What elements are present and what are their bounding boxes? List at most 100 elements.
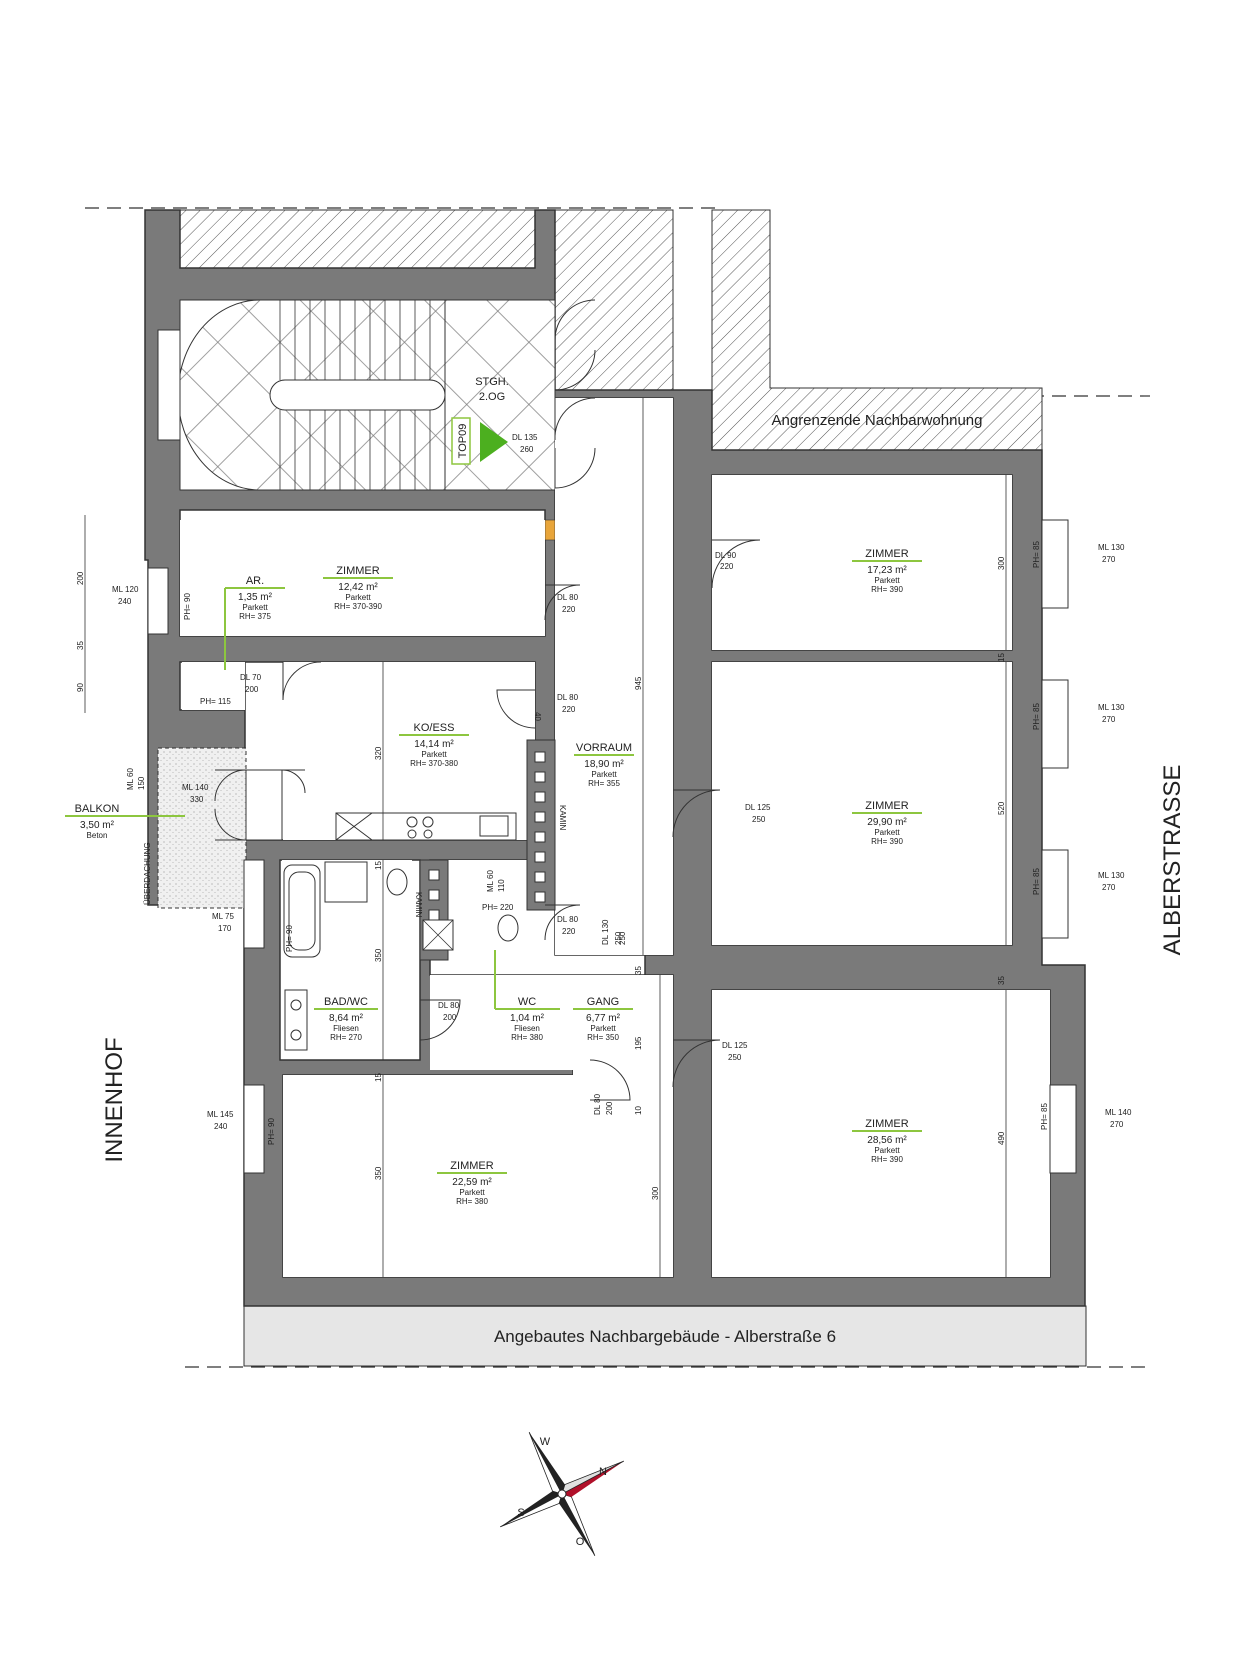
door-dl90: DL 90 xyxy=(715,551,737,560)
door-dl135: DL 135 xyxy=(512,433,538,442)
room-zimmer-bottom-left: ZIMMER 22,59 m² Parkett RH= 380 xyxy=(437,1160,507,1206)
svg-text:Parkett: Parkett xyxy=(874,1146,900,1155)
svg-text:Parkett: Parkett xyxy=(590,1024,616,1033)
svg-text:6,77 m²: 6,77 m² xyxy=(586,1013,621,1024)
window-ml60a: ML 60 xyxy=(126,768,135,790)
svg-text:Parkett: Parkett xyxy=(591,770,617,779)
windows xyxy=(147,329,1077,1174)
svg-text:Parkett: Parkett xyxy=(874,576,900,585)
unit-label: TOP09 xyxy=(457,424,469,459)
ev-box xyxy=(544,519,556,541)
dim-350b: 350 xyxy=(374,1166,383,1180)
svg-text:RH= 355: RH= 355 xyxy=(588,779,620,788)
svg-text:RH= 390: RH= 390 xyxy=(871,1155,903,1164)
entrance-marker-icon xyxy=(480,422,508,462)
door-dl135-height: 260 xyxy=(520,445,534,454)
compass-rose-icon xyxy=(500,1432,624,1556)
window-ml130a-height: 270 xyxy=(1102,555,1116,564)
room-gang: GANG 6,77 m² Parkett RH= 350 xyxy=(573,996,633,1042)
room-badwc: BAD/WC 8,64 m² Fliesen RH= 270 xyxy=(314,996,378,1042)
compass-north: N xyxy=(599,1466,607,1478)
dim-195: 195 xyxy=(634,1036,643,1050)
svg-text:ZIMMER: ZIMMER xyxy=(336,565,379,577)
door-dl80d: DL 80 xyxy=(438,1001,460,1010)
door-dl125a: DL 125 xyxy=(745,803,771,812)
svg-text:BAD/WC: BAD/WC xyxy=(324,996,368,1008)
ueberdachung-label: ÜBERDACHUNG xyxy=(143,842,152,905)
room-wc: WC 1,04 m² Fliesen RH= 380 xyxy=(494,950,560,1042)
svg-text:Parkett: Parkett xyxy=(459,1188,485,1197)
window-ml140a-height: 330 xyxy=(190,795,204,804)
svg-text:Parkett: Parkett xyxy=(242,603,268,612)
room-zimmer-right-1: ZIMMER 17,23 m² Parkett RH= 390 xyxy=(852,548,922,594)
window-ml130c: ML 130 xyxy=(1098,871,1125,880)
svg-text:RH= 390: RH= 390 xyxy=(871,837,903,846)
svg-text:BALKON: BALKON xyxy=(75,803,120,815)
window-ml60b: ML 60 xyxy=(486,870,495,892)
svg-text:8,64 m²: 8,64 m² xyxy=(329,1013,364,1024)
door-dl80e-height: 200 xyxy=(605,1101,614,1115)
window-ml120-height: 240 xyxy=(118,597,132,606)
neighbor-building-bottom xyxy=(243,1305,1087,1367)
window-ml140a: ML 140 xyxy=(182,783,209,792)
svg-text:ZIMMER: ZIMMER xyxy=(865,1118,908,1130)
parapet-ph85d: PH= 85 xyxy=(1040,1103,1049,1130)
door-dl80e: DL 80 xyxy=(593,1093,602,1115)
svg-text:Parkett: Parkett xyxy=(874,828,900,837)
svg-text:Fliesen: Fliesen xyxy=(514,1024,540,1033)
svg-text:RH= 350: RH= 350 xyxy=(587,1033,619,1042)
dim-945: 945 xyxy=(634,676,643,690)
svg-text:RH= 270: RH= 270 xyxy=(330,1033,362,1042)
balcony xyxy=(157,747,247,909)
window-ml140b: ML 140 xyxy=(1105,1108,1132,1117)
svg-text:RH= 380: RH= 380 xyxy=(511,1033,543,1042)
window-ml60b-height: 110 xyxy=(497,879,506,892)
room-vorraum: VORRAUM 18,90 m² Parkett RH= 355 xyxy=(574,742,634,788)
svg-text:Parkett: Parkett xyxy=(345,593,371,602)
street-label-alberstrasse: ALBERSTRASSE xyxy=(1159,765,1186,956)
neighbor-building-top-left xyxy=(179,209,536,269)
parapet-ph115: PH= 115 xyxy=(200,697,231,706)
door-dl125b: DL 125 xyxy=(722,1041,748,1050)
neighbor-building-bottom-label: Angebautes Nachbargebäude - Alberstraße … xyxy=(494,1327,836,1346)
svg-text:Fliesen: Fliesen xyxy=(333,1024,359,1033)
window-ml75: ML 75 xyxy=(212,912,234,921)
room-zimmer-small: ZIMMER 12,42 m² Parkett RH= 370-390 xyxy=(323,565,393,611)
dim-35b: 35 xyxy=(997,976,1006,985)
svg-text:18,90 m²: 18,90 m² xyxy=(584,759,624,770)
svg-text:WC: WC xyxy=(518,996,536,1008)
compass-west: W xyxy=(540,1436,551,1448)
dim-320: 320 xyxy=(374,746,383,760)
svg-text:RH= 380: RH= 380 xyxy=(456,1197,488,1206)
dim-350a: 350 xyxy=(374,948,383,962)
svg-text:GANG: GANG xyxy=(587,996,619,1008)
svg-text:22,59 m²: 22,59 m² xyxy=(452,1177,492,1188)
door-dl80d-height: 200 xyxy=(443,1013,457,1022)
dim-300a: 300 xyxy=(997,556,1006,570)
unit-label-box xyxy=(451,417,471,465)
svg-text:AR.: AR. xyxy=(246,575,264,587)
svg-text:29,90 m²: 29,90 m² xyxy=(867,817,907,828)
door-dl130-height: 250 xyxy=(614,931,623,945)
window-ml130c-height: 270 xyxy=(1102,883,1116,892)
svg-text:RH= 390: RH= 390 xyxy=(871,585,903,594)
neighbor-building-top-middle xyxy=(554,209,674,391)
room-koess: KO/ESS 14,14 m² Parkett RH= 370-380 xyxy=(399,722,469,768)
doors xyxy=(214,299,761,1101)
door-dl70: DL 70 xyxy=(240,673,262,682)
svg-text:1,35 m²: 1,35 m² xyxy=(238,592,273,603)
door-dl125a-height: 250 xyxy=(752,815,766,824)
dim-250: 250 xyxy=(618,931,627,945)
dim-35c: 35 xyxy=(634,966,643,975)
door-dl80a-height: 220 xyxy=(562,605,576,614)
door-dl80b: DL 80 xyxy=(557,693,579,702)
svg-text:28,56 m²: 28,56 m² xyxy=(867,1135,907,1146)
svg-text:12,42 m²: 12,42 m² xyxy=(338,582,378,593)
svg-text:VORRAUM: VORRAUM xyxy=(576,742,632,754)
dim-15a: 15 xyxy=(374,861,383,870)
dim-490: 490 xyxy=(997,1131,1006,1145)
room-ar: AR. 1,35 m² Parkett RH= 375 xyxy=(224,575,285,670)
street-label-innenhof: INNENHOF xyxy=(101,1037,128,1162)
room-zimmer-right-2: ZIMMER 29,90 m² Parkett RH= 390 xyxy=(852,800,922,846)
